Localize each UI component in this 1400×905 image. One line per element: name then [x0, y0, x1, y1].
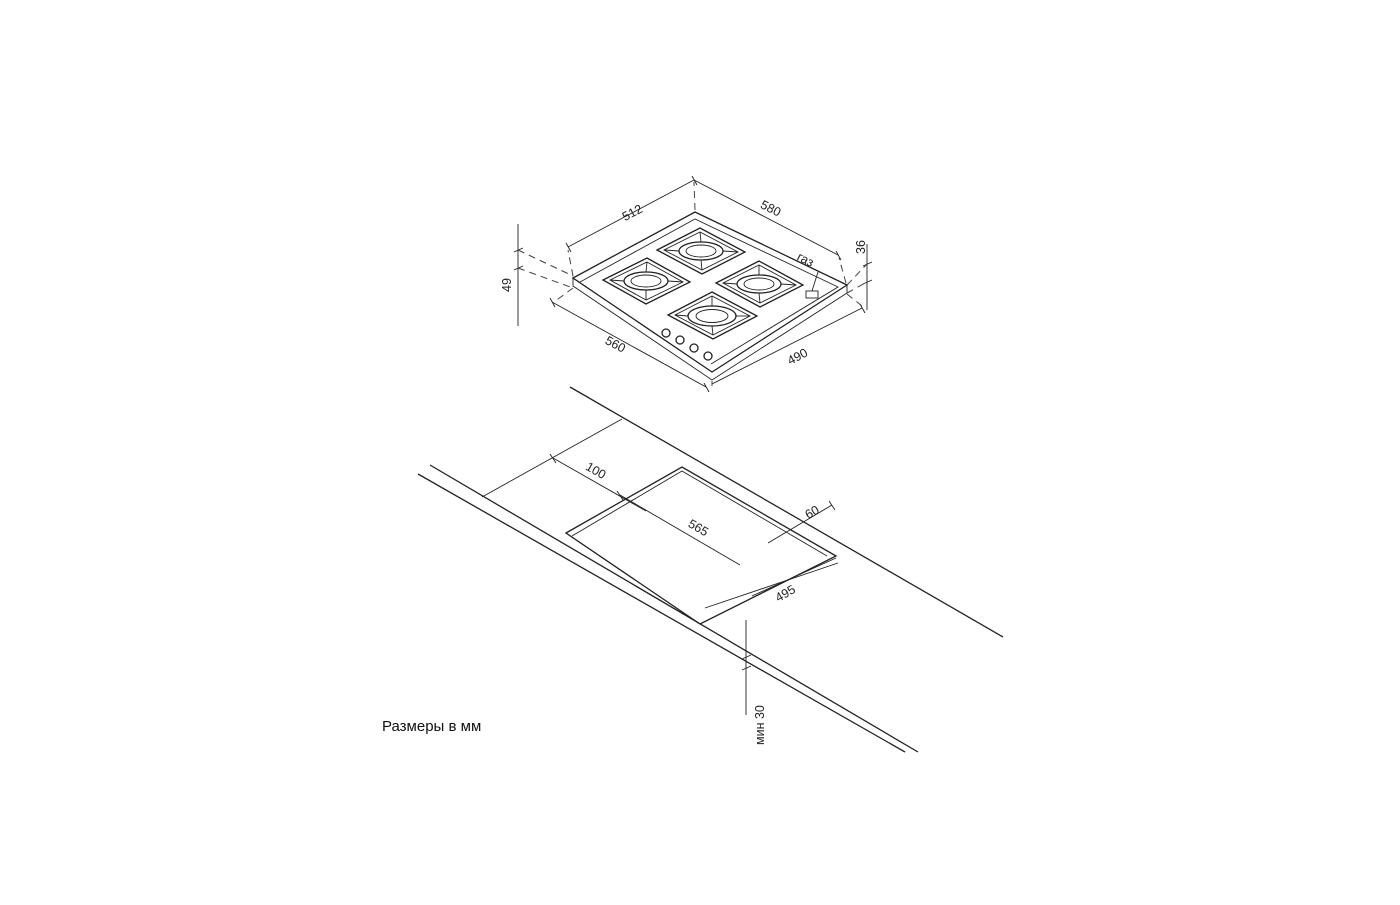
hob-front-edge [572, 278, 848, 381]
units-caption: Размеры в мм [382, 718, 482, 735]
dim-512-label: 512 [620, 202, 645, 224]
knob-3 [689, 343, 699, 353]
worktop-front-bottom-edge [417, 473, 906, 753]
gas-connector [805, 290, 819, 299]
burner-right [714, 260, 805, 308]
dim-49-label: 49 [500, 278, 514, 292]
dim-100-label: 100 [583, 459, 608, 482]
dim-60: 60 [767, 500, 836, 544]
dim-min-30: мин 30 [741, 620, 767, 745]
dim-580-label: 580 [758, 198, 783, 220]
gas-leader-line [811, 271, 819, 292]
dim-60-label: 60 [803, 503, 822, 522]
dim-490-label: 490 [785, 346, 810, 368]
worktop-front-top-edge [429, 464, 919, 753]
hob-drawing: газ 512 580 [500, 175, 873, 393]
burner-left [601, 257, 692, 305]
dim-36: 36 [846, 240, 873, 310]
burner-back [655, 227, 747, 275]
control-knobs [661, 328, 713, 361]
burner-front [666, 291, 759, 340]
gas-label: газ [795, 250, 817, 270]
worktop-back-edge [569, 386, 1004, 638]
cutout-outline [564, 466, 838, 625]
dim-565: 565 [616, 490, 741, 566]
dim-49: 49 [500, 224, 574, 326]
knob-4 [703, 351, 713, 361]
countertop-drawing: 100 565 60 495 [417, 386, 1004, 753]
knob-2 [675, 335, 685, 345]
hob-plate-inner-edge [579, 218, 839, 365]
dim-min-30-label: мин 30 [753, 705, 767, 745]
dim-36-label: 36 [854, 240, 868, 254]
dim-560-label: 560 [603, 333, 628, 355]
knob-1 [661, 328, 671, 338]
dim-560: 560 [549, 287, 710, 393]
